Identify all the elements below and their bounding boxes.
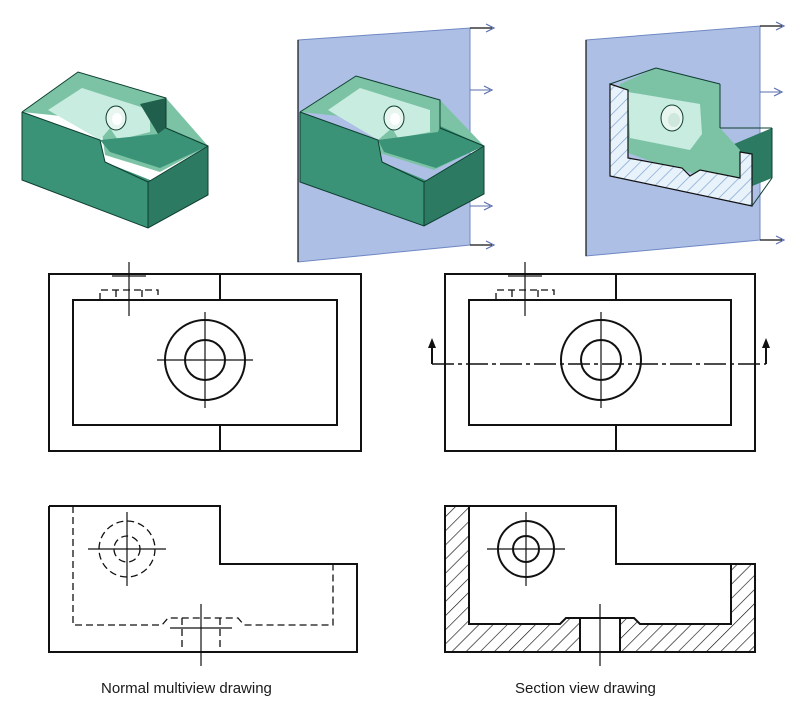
pictorial-cutting-plane — [297, 23, 496, 263]
section-top-view — [428, 262, 770, 452]
caption-normal-multiview: Normal multiview drawing — [101, 680, 272, 697]
multiview-top-view — [48, 262, 362, 452]
caption-section-view: Section view drawing — [515, 680, 656, 697]
pictorial-sectioned-part — [585, 21, 786, 257]
section-front-view — [444, 505, 756, 666]
pictorial-full-part — [21, 71, 209, 229]
multiview-front-view — [48, 505, 358, 666]
